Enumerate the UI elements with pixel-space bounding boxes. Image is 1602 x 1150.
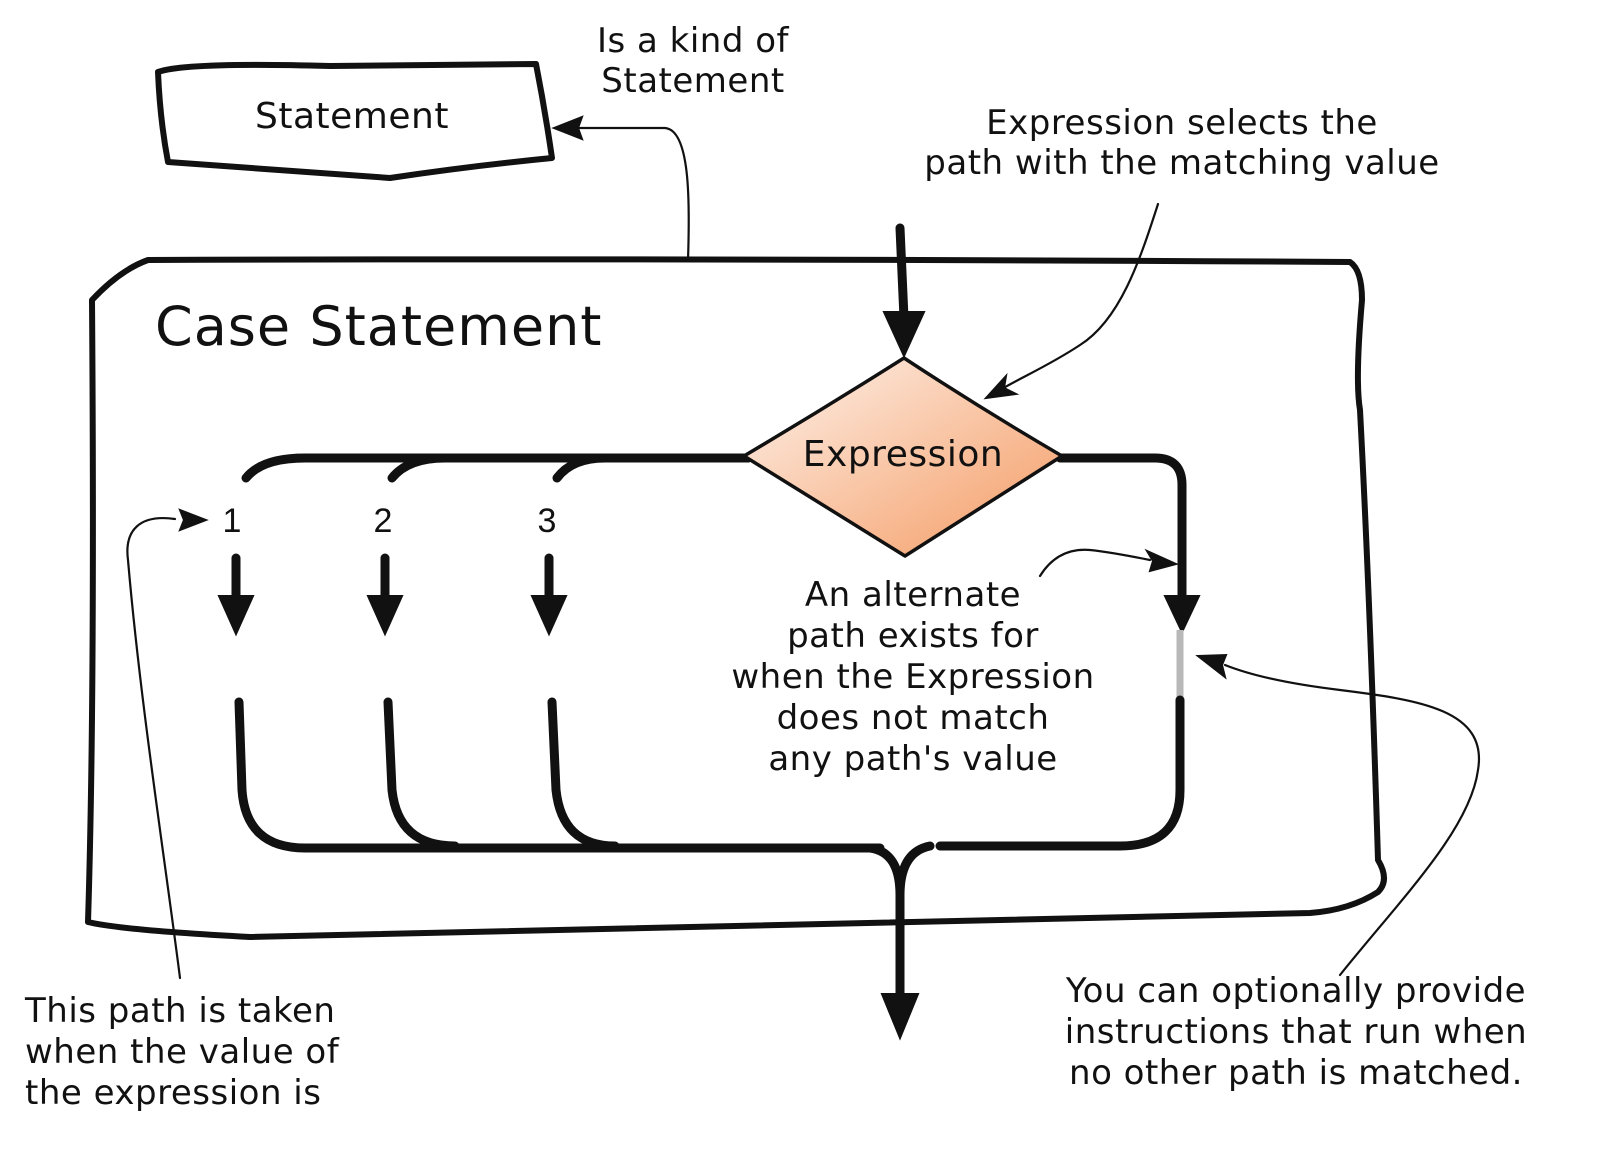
expression-selects-note: Expression selects the path with the mat…	[924, 103, 1439, 400]
merge-path-2	[383, 697, 460, 851]
path-taken-arrow-head-icon	[178, 508, 209, 532]
alternate-line-5: any path's value	[768, 739, 1057, 779]
path-2-arrow-icon	[366, 595, 404, 637]
expression-selects-line-2: path with the matching value	[924, 143, 1439, 183]
alternate-path-note: An alternate path exists for when the Ex…	[731, 548, 1179, 779]
path-2: 2	[366, 502, 404, 637]
default-arrow-head-icon	[1163, 595, 1201, 635]
path-1-label: 1	[223, 502, 242, 540]
optional-arrow-head-icon	[1195, 653, 1228, 680]
path-1: 1	[217, 502, 255, 637]
path-3-label: 3	[538, 502, 557, 540]
path-3-arrow-icon	[530, 595, 568, 637]
path-3: 3	[530, 502, 568, 637]
path-taken-note: This path is taken when the value of the…	[24, 508, 340, 1113]
path-taken-connector	[126, 517, 182, 980]
statement-shape: Statement	[155, 61, 555, 181]
path-taken-line-3: the expression is	[25, 1073, 321, 1113]
optional-connector	[1223, 663, 1481, 977]
exit-arrow-head-icon	[880, 993, 920, 1041]
branch-lines	[241, 453, 1201, 635]
branch-path-3	[552, 453, 753, 483]
alternate-line-1: An alternate	[805, 575, 1021, 615]
branch-path-2	[387, 453, 753, 483]
statement-label: Statement	[255, 96, 449, 137]
kind-of-line-2: Statement	[601, 61, 784, 101]
alternate-arrow-head-icon	[1144, 548, 1179, 573]
case-statement-container: Case Statement	[85, 256, 1387, 940]
path-taken-text-clip: This path is taken when the value of the…	[24, 991, 340, 1113]
optional-line-3: no other path is matched.	[1069, 1053, 1523, 1093]
expression-decision: Expression	[742, 356, 1064, 558]
optional-line-2: instructions that run when	[1065, 1012, 1527, 1052]
expression-selects-line-1: Expression selects the	[986, 103, 1378, 143]
kind-of-line-1: Is a kind of	[597, 21, 790, 61]
expression-selects-connector	[998, 202, 1160, 392]
merge-lines	[234, 695, 1185, 1041]
branch-path-1	[241, 453, 753, 483]
entry-arrow	[882, 223, 926, 359]
entry-arrow-head-icon	[882, 311, 926, 359]
merge-default	[935, 695, 1185, 851]
merge-path-1	[234, 697, 885, 853]
optional-instructions-note: You can optionally provide instructions …	[1065, 653, 1527, 1093]
expression-selects-arrow-head-icon	[983, 372, 1020, 400]
branch-default	[1055, 453, 1187, 605]
path-taken-line-1: This path is taken	[24, 991, 335, 1031]
kind-of-arrow-head-icon	[551, 115, 584, 141]
merge-path-3	[547, 697, 620, 851]
container-title: Case Statement	[155, 295, 602, 358]
path-1-arrow-icon	[217, 595, 255, 637]
kind-of-connector	[576, 126, 690, 262]
alternate-line-3: when the Expression	[731, 657, 1094, 697]
expression-label: Expression	[803, 434, 1003, 475]
alternate-line-2: path exists for	[787, 616, 1039, 656]
kind-of-note: Is a kind of Statement	[551, 21, 790, 262]
alternate-connector	[1038, 548, 1152, 578]
path-taken-line-2: when the value of	[25, 1032, 340, 1072]
path-2-label: 2	[374, 502, 393, 540]
alternate-line-4: does not match	[777, 698, 1050, 738]
optional-line-1: You can optionally provide	[1065, 971, 1526, 1011]
